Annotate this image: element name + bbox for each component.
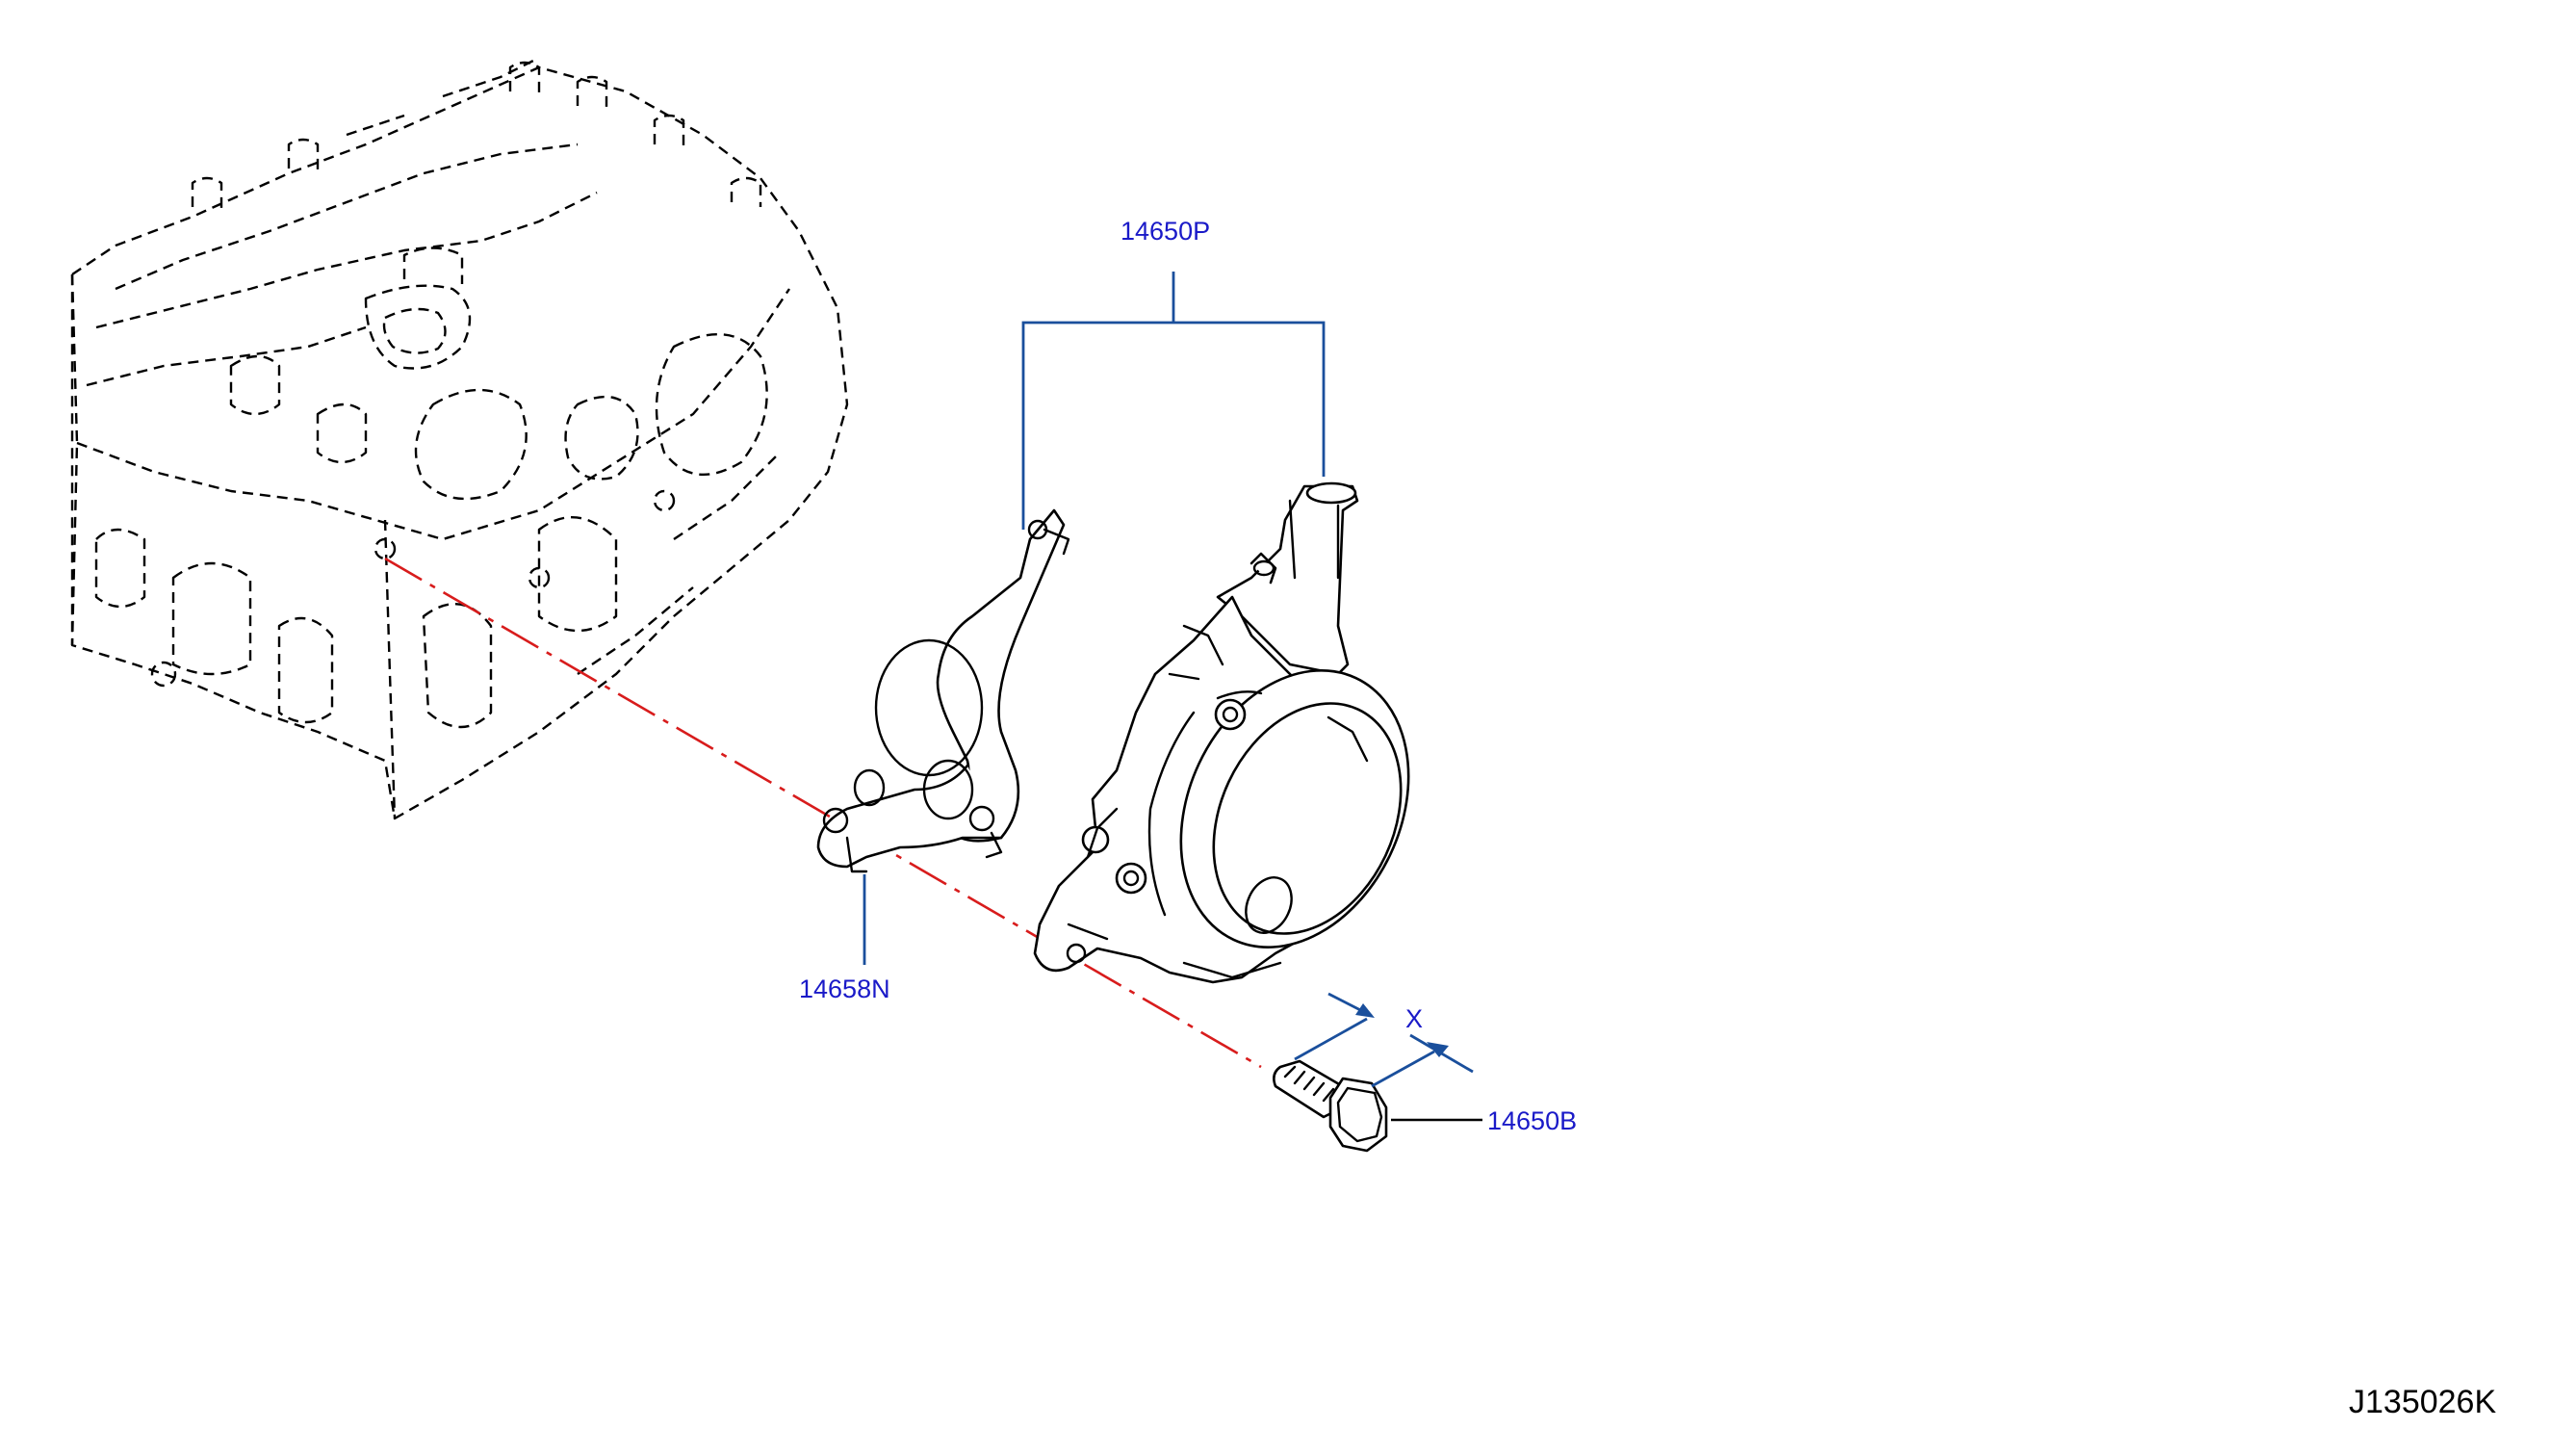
mounting-axis-line <box>384 557 1262 1069</box>
bolt-part <box>1273 1059 1388 1153</box>
dimension-arrow-right <box>1427 1042 1449 1057</box>
dimension-arrow-left <box>1355 1003 1375 1018</box>
vacuum-pump-part <box>1033 481 1410 984</box>
leader-14650P <box>1021 272 1326 530</box>
drawing-code: J135026K <box>2349 1384 2496 1420</box>
callout-bolt: 14650B <box>1487 1106 1577 1135</box>
callout-gasket: 14658N <box>799 974 890 1003</box>
callout-dimension-x: X <box>1405 1004 1423 1033</box>
dimension-x <box>1294 992 1474 1088</box>
engine-head-outline <box>70 56 849 820</box>
gasket-part <box>816 508 1070 873</box>
callout-pump-assembly: 14650P <box>1121 217 1210 246</box>
